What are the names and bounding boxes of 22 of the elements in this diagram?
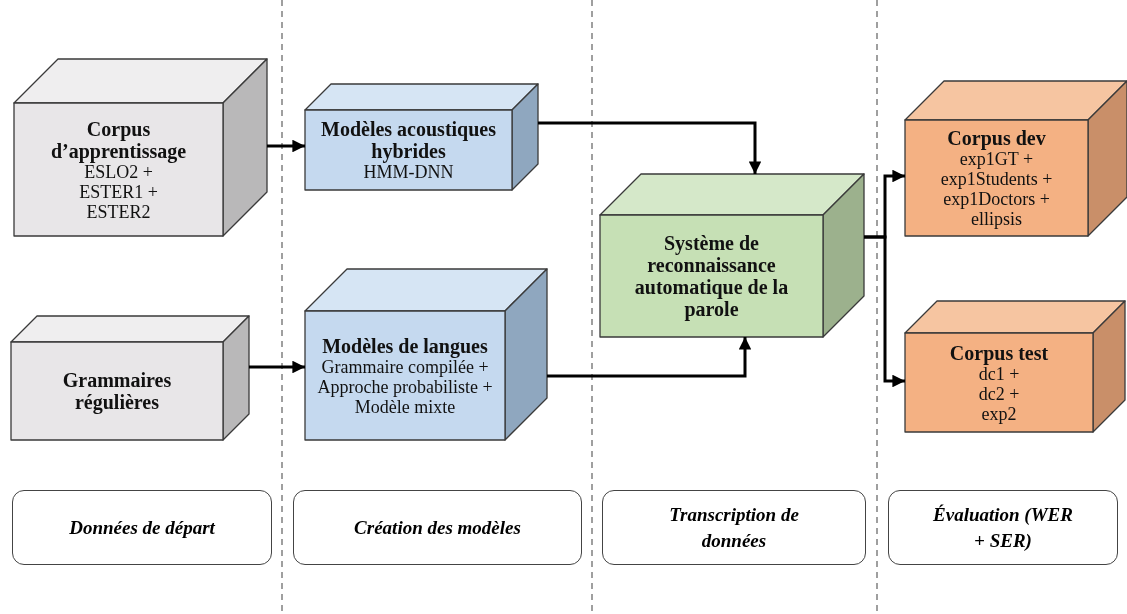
stage-title: Évaluation (WER + SER) (933, 502, 1073, 553)
stage-label-box (12, 490, 272, 565)
box-text: HMM-DNN (362, 162, 455, 182)
arrow (267, 139, 305, 153)
stage-title: Transcription de données (668, 502, 800, 553)
stage-label-box (293, 490, 582, 565)
box-title: Modèles acoustiques hybrides (320, 118, 497, 162)
arrow (547, 337, 752, 378)
box-title: Système de reconnaissance automatique de la parole (633, 232, 790, 320)
box-title: Corpus dev (946, 127, 1047, 149)
box-title: Corpus d’apprentissage (49, 117, 188, 162)
box-text: exp1GT + exp1Students + exp1Doctors + ellipsis (939, 149, 1054, 229)
box-title: Corpus test (948, 341, 1050, 364)
arrow (538, 121, 762, 174)
stage-label-box (888, 490, 1118, 565)
arrow (249, 360, 305, 374)
stage-label-box (602, 490, 866, 565)
stage-title: Création des modèles (353, 515, 522, 540)
stage-title: Données de départ (68, 515, 217, 540)
box-title: Grammaires régulières (61, 369, 173, 413)
arrow (864, 235, 905, 388)
box-title: Modèles de langues (321, 334, 489, 357)
